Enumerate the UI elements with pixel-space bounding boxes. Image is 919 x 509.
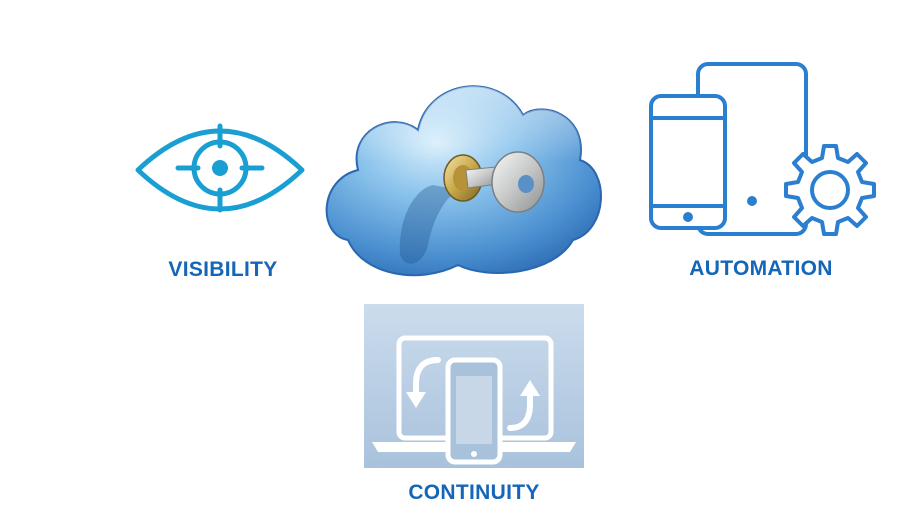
automation-label: AUTOMATION: [689, 257, 833, 280]
visibility-label: VISIBILITY: [168, 258, 278, 281]
continuity-group: CONTINUITY: [364, 304, 584, 504]
eye-crosshair-icon: [135, 123, 305, 213]
devices-gear-icon: [649, 62, 876, 236]
continuity-panel: [364, 304, 584, 468]
automation-group: AUTOMATION: [646, 58, 886, 288]
laptop-phone-sync-icon: [364, 304, 584, 468]
continuity-label: CONTINUITY: [408, 481, 540, 504]
cloud-key-icon: [325, 85, 602, 277]
visibility-group: VISIBILITY: [128, 110, 312, 290]
cloud-key-group: [318, 70, 608, 285]
